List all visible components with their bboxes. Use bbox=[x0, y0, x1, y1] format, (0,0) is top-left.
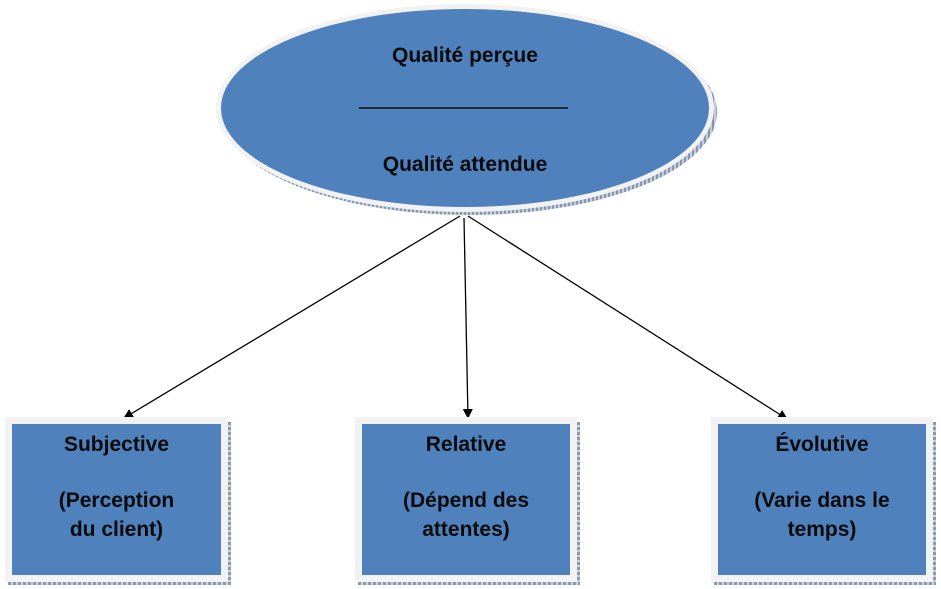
box-subjective: Subjective (Perception du client) bbox=[5, 417, 231, 585]
box-relative: Relative (Dépend des attentes) bbox=[355, 417, 580, 585]
box-subtitle-line1: (Dépend des bbox=[402, 489, 530, 512]
box-relative-fill bbox=[362, 424, 570, 575]
box-shadow-bottom bbox=[358, 582, 580, 585]
box-evolutive: Évolutive (Varie dans le temps) bbox=[711, 417, 936, 585]
box-subjective-fill bbox=[12, 424, 221, 575]
arrow-to-evolutive bbox=[467, 215, 788, 420]
box-shadow-right bbox=[577, 422, 580, 585]
box-shadow-bottom bbox=[714, 582, 936, 585]
box-title: Relative bbox=[425, 433, 507, 456]
arrow-to-relative bbox=[462, 217, 473, 419]
numerator-label: Qualité perçue bbox=[392, 44, 538, 67]
box-evolutive-fill bbox=[718, 424, 926, 575]
arrow-to-subjective bbox=[123, 215, 461, 419]
denominator-label: Qualité attendue bbox=[382, 153, 548, 176]
box-shadow-right bbox=[933, 422, 936, 585]
box-subtitle-line1: (Varie dans le bbox=[754, 489, 890, 512]
box-subtitle-line2: attentes) bbox=[422, 518, 510, 541]
box-title: Évolutive bbox=[775, 433, 869, 456]
box-subtitle-line1: (Perception bbox=[58, 489, 175, 512]
box-title: Subjective bbox=[63, 433, 170, 456]
box-subtitle-line2: du client) bbox=[69, 518, 164, 541]
box-shadow-bottom bbox=[8, 582, 231, 585]
box-shadow-right bbox=[228, 422, 231, 585]
box-subtitle-line2: temps) bbox=[787, 518, 857, 541]
